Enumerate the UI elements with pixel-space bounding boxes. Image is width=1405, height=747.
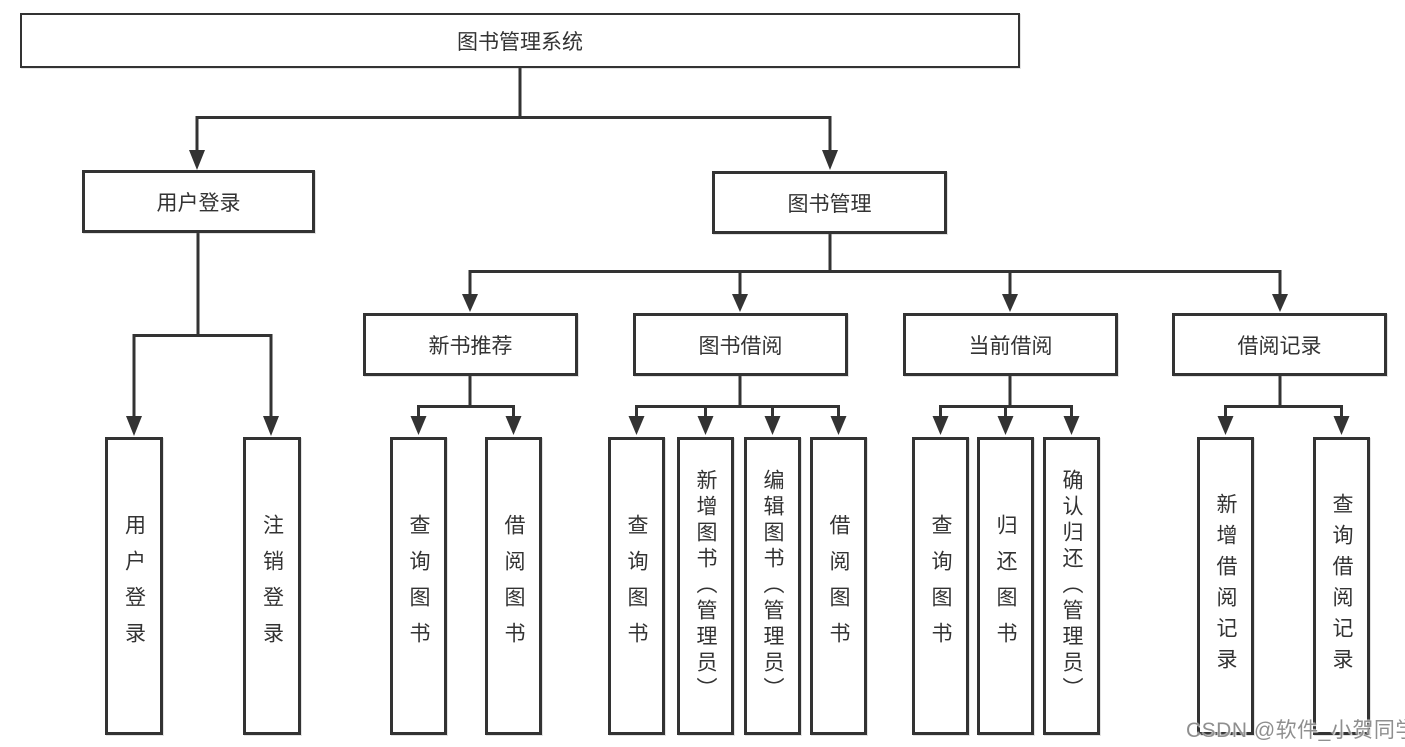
leaf-add-books-admin: 新增图书（管理员） bbox=[677, 437, 734, 735]
connector-book-management-children bbox=[462, 234, 1288, 312]
node-label: 查询图书 bbox=[407, 514, 430, 658]
node-label: 编辑图书（管理员） bbox=[761, 469, 784, 703]
leaf-query-books-current: 查询图书 bbox=[912, 437, 969, 735]
connector-user-login-children bbox=[126, 233, 279, 436]
node-library-management-system: 图书管理系统 bbox=[20, 13, 1020, 68]
node-label: 查询图书 bbox=[625, 514, 648, 658]
node-label: 查询借阅记录 bbox=[1330, 493, 1353, 679]
node-new-book-recommend: 新书推荐 bbox=[363, 313, 578, 376]
node-label: 用户登录 bbox=[156, 191, 241, 215]
leaf-confirm-return-admin: 确认归还（管理员） bbox=[1043, 437, 1100, 735]
node-label: 借阅记录 bbox=[1237, 334, 1322, 358]
node-label: 查询图书 bbox=[929, 514, 952, 658]
node-label: 图书借阅 bbox=[698, 334, 783, 358]
connector-current-borrow-children bbox=[932, 376, 1080, 435]
leaf-return-books: 归还图书 bbox=[977, 437, 1034, 735]
leaf-add-borrow-record: 新增借阅记录 bbox=[1197, 437, 1254, 735]
node-label: 归还图书 bbox=[994, 514, 1017, 658]
node-user-login: 用户登录 bbox=[82, 170, 315, 233]
leaf-edit-books-admin: 编辑图书（管理员） bbox=[744, 437, 801, 735]
leaf-query-borrow-record: 查询借阅记录 bbox=[1313, 437, 1370, 735]
node-label: 借阅图书 bbox=[502, 514, 525, 658]
node-label: 当前借阅 bbox=[968, 334, 1053, 358]
node-label: 图书管理 bbox=[787, 192, 872, 216]
leaf-borrow-books: 借阅图书 bbox=[810, 437, 867, 735]
node-current-borrow: 当前借阅 bbox=[903, 313, 1118, 376]
connector-borrow-record-children bbox=[1217, 376, 1350, 435]
node-label: 新书推荐 bbox=[428, 334, 513, 358]
node-book-management: 图书管理 bbox=[712, 171, 947, 234]
leaf-query-books-borrow: 查询图书 bbox=[608, 437, 665, 735]
leaf-borrow-books-recommend: 借阅图书 bbox=[485, 437, 542, 735]
csdn-watermark: CSDN @软件_小贺同学 bbox=[1186, 719, 1405, 742]
leaf-query-books-recommend: 查询图书 bbox=[390, 437, 447, 735]
node-label: 确认归还（管理员） bbox=[1060, 469, 1083, 703]
node-label: 新增借阅记录 bbox=[1214, 493, 1237, 679]
connector-root-to-level2 bbox=[189, 68, 838, 170]
leaf-logout-login: 注销登录 bbox=[243, 437, 301, 735]
node-label: 图书管理系统 bbox=[457, 30, 583, 54]
leaf-user-login: 用户登录 bbox=[105, 437, 163, 735]
node-label: 借阅图书 bbox=[827, 514, 850, 658]
connector-book-borrow-children bbox=[628, 376, 847, 435]
node-label: 用户登录 bbox=[122, 514, 146, 658]
node-label: 注销登录 bbox=[260, 514, 284, 658]
node-borrow-record: 借阅记录 bbox=[1172, 313, 1387, 376]
node-book-borrow: 图书借阅 bbox=[633, 313, 848, 376]
connector-new-book-recommend-children bbox=[410, 376, 522, 435]
node-label: 新增图书（管理员） bbox=[694, 469, 717, 703]
